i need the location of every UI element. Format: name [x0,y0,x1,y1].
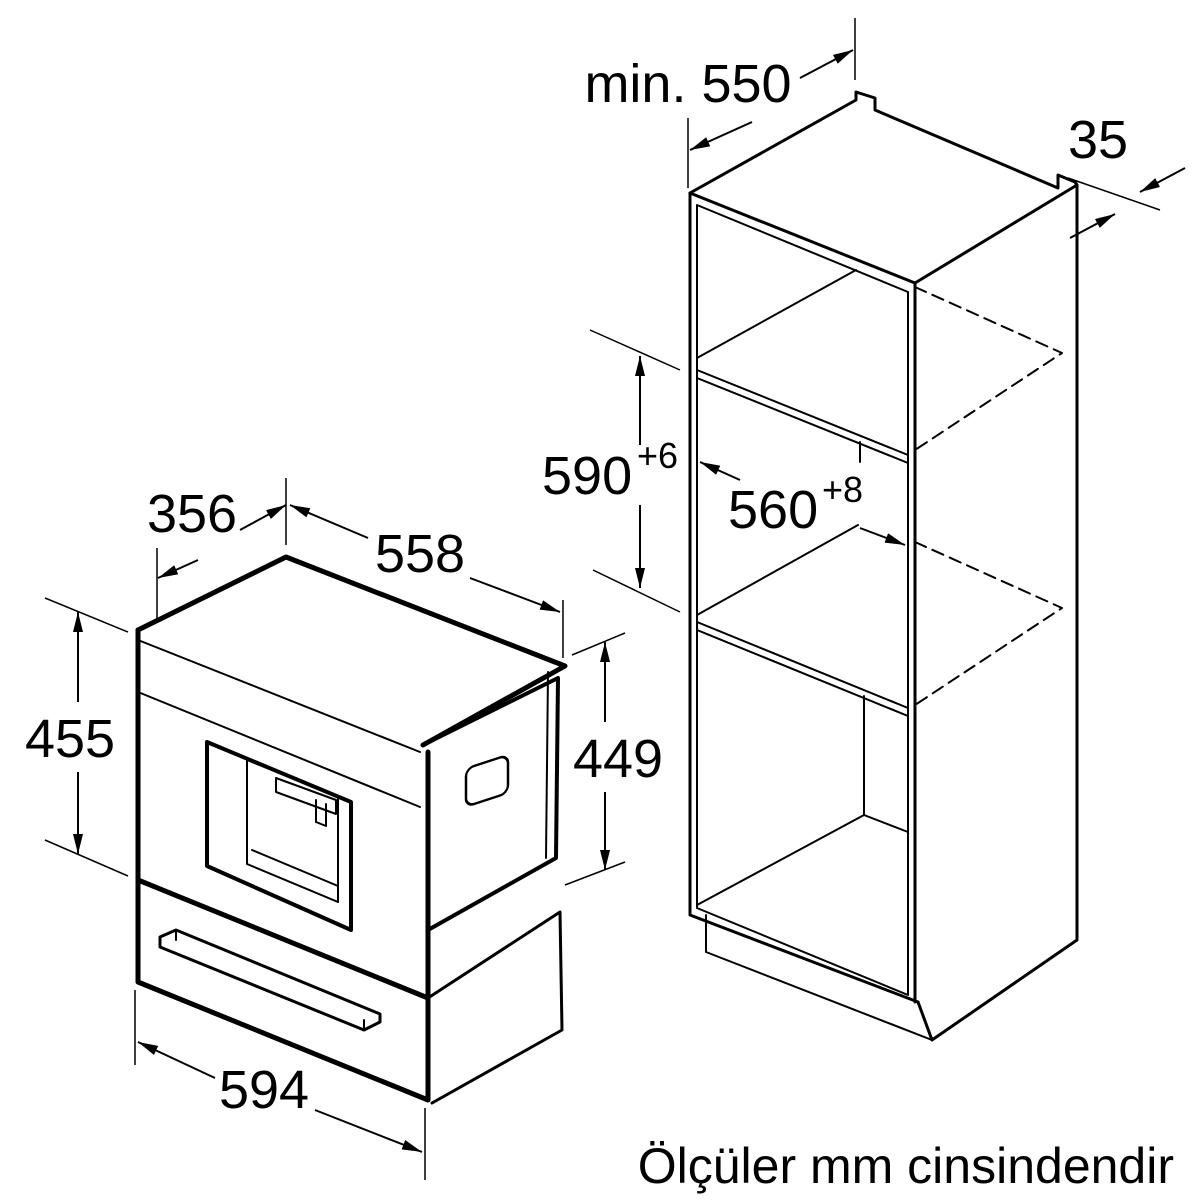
label-depth-front: 356 [147,484,237,544]
drawer-side [426,910,564,1105]
cabinet-top [688,90,1079,195]
appliance-side [421,676,560,932]
cabinet-plinth [705,914,933,1041]
cabinet-back [916,183,1079,1042]
shelf-upper [696,369,909,456]
label-niche-width: 560 [728,480,818,540]
label-niche-height-tol: +6 [637,435,678,476]
label-height-body: 449 [573,729,663,789]
dimension-labels: 356 558 455 449 594 min. 550 35 590 +6 5… [25,54,1174,1194]
label-height-front: 455 [25,709,115,769]
cabinet-front [688,191,920,1004]
appliance-dimensions [44,478,626,1180]
label-min-depth: min. 550 [584,54,791,114]
label-niche-width-tol: +8 [822,469,863,510]
appliance-drawing [135,554,568,1105]
label-depth: 558 [375,524,465,584]
label-width: 594 [219,1060,309,1120]
cabinet-dimensions [589,18,1186,613]
side-grip [464,755,510,806]
cabinet-drawing [688,90,1079,1042]
appliance-front-frame [135,627,431,1001]
label-back-gap: 35 [1068,110,1128,170]
drawer-handle [158,928,382,1032]
unit-note: Ölçüler mm cinsindendir [638,1138,1174,1194]
label-niche-height: 590 [542,446,632,506]
appliance-top [135,554,568,748]
drawer-front [135,877,431,1103]
shelf-lower [696,621,909,709]
